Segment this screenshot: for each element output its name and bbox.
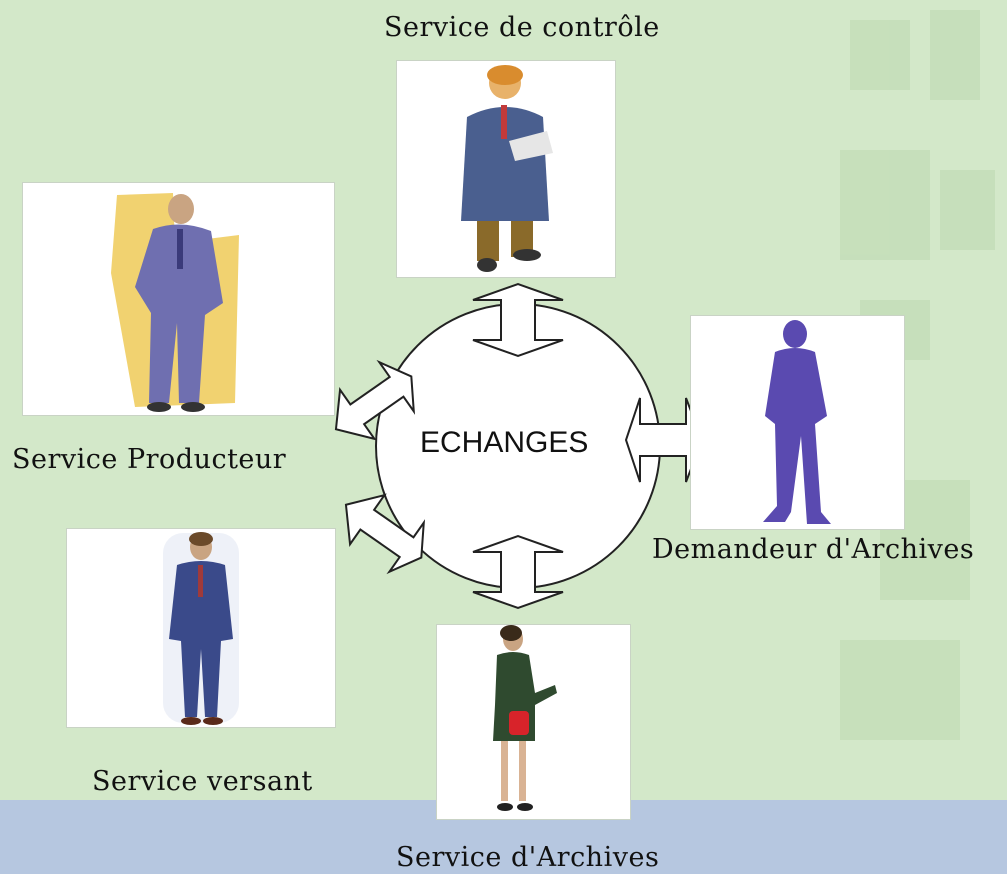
arrow-upper-left <box>334 359 416 441</box>
arrow-bottom <box>472 534 564 610</box>
label-archives: Service d'Archives <box>396 842 660 873</box>
label-producteur: Service Producteur <box>12 444 287 475</box>
silhouette-man-icon <box>763 320 831 524</box>
arrow-right <box>624 397 704 483</box>
arrow-lower-left <box>344 493 426 575</box>
exchange-label: ECHANGES <box>420 426 589 459</box>
card-versant <box>66 528 336 728</box>
card-archives <box>436 624 631 820</box>
card-controle <box>396 60 616 278</box>
reading-man-icon <box>461 65 553 272</box>
card-producteur <box>22 182 335 416</box>
arrow-top <box>472 282 564 358</box>
businesswoman-icon <box>493 625 557 811</box>
card-demandeur <box>690 315 905 530</box>
label-versant: Service versant <box>92 766 313 797</box>
label-demandeur: Demandeur d'Archives <box>652 534 975 565</box>
phone-businessman-icon <box>111 193 239 412</box>
label-controle: Service de contrôle <box>384 12 660 43</box>
standing-man-icon <box>163 532 239 725</box>
